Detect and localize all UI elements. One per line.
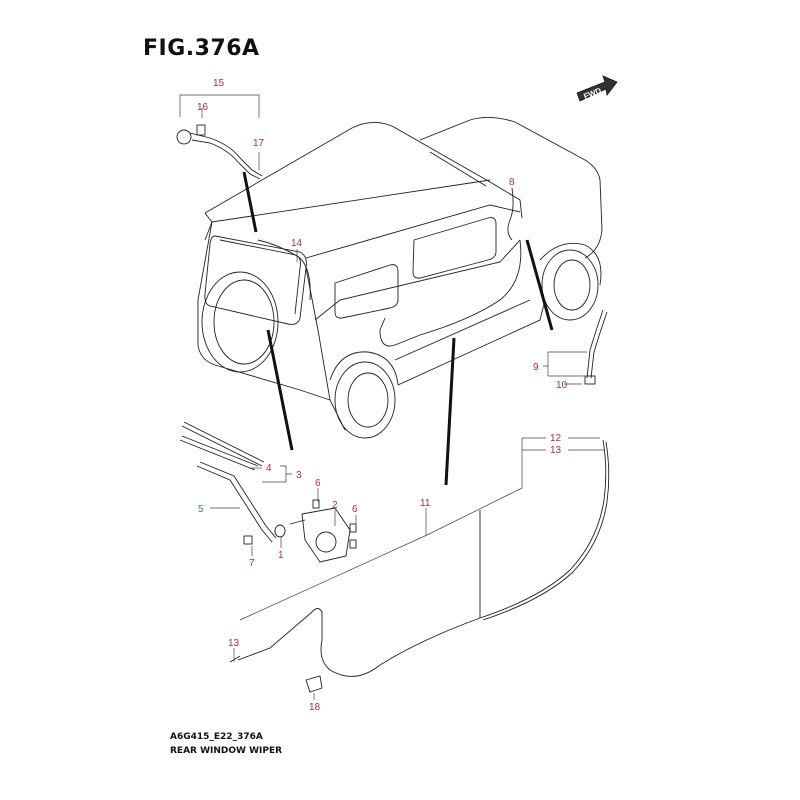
footer-name: REAR WINDOW WIPER <box>170 746 283 756</box>
washer-nozzle-group <box>176 124 263 180</box>
pointer-lines <box>242 171 554 486</box>
callout-4: 4 <box>266 463 272 474</box>
callout-9: 9 <box>533 362 539 373</box>
callout-8: 8 <box>509 177 515 188</box>
wiper-arm-part5 <box>196 461 277 545</box>
callout-14: 14 <box>291 238 303 249</box>
callout-13-top: 13 <box>550 445 562 456</box>
callout-11: 11 <box>420 498 431 509</box>
callout-3: 3 <box>296 470 302 481</box>
callout-6-right: 6 <box>352 504 358 515</box>
vehicle-body <box>197 117 603 439</box>
washer-hose-body <box>257 239 311 301</box>
wiper-motor-part2 <box>289 499 357 563</box>
washer-hose-part11 <box>229 439 610 677</box>
fwd-label: FWD <box>582 86 602 101</box>
figure-title: FIG.376A <box>143 36 260 61</box>
callout-1: 1 <box>278 550 284 561</box>
callout-18: 18 <box>309 702 321 713</box>
callout-17: 17 <box>253 138 265 149</box>
clip-part18 <box>305 675 323 693</box>
footer-code: A6G415_E22_376A <box>170 732 263 742</box>
callout-13-bottom: 13 <box>228 638 240 649</box>
callout-16: 16 <box>197 102 209 113</box>
fwd-arrow-icon: FWD <box>576 75 618 102</box>
callout-7: 7 <box>249 558 255 569</box>
callout-12: 12 <box>550 433 562 444</box>
leader-lines <box>179 94 604 700</box>
hose-part8 <box>507 187 514 241</box>
callout-2: 2 <box>332 500 338 511</box>
callout-6-top: 6 <box>315 478 321 489</box>
nut-part1 <box>274 524 286 538</box>
wiring-harness <box>379 239 522 347</box>
wiper-blade-part4 <box>179 421 265 471</box>
callout-5: 5 <box>198 504 204 515</box>
callout-15: 15 <box>213 78 225 89</box>
callout-10: 10 <box>556 380 568 391</box>
callout-labels: 15 16 17 14 8 9 10 12 13 11 4 3 6 2 6 5 … <box>197 78 568 713</box>
hose-part9 <box>584 309 608 385</box>
